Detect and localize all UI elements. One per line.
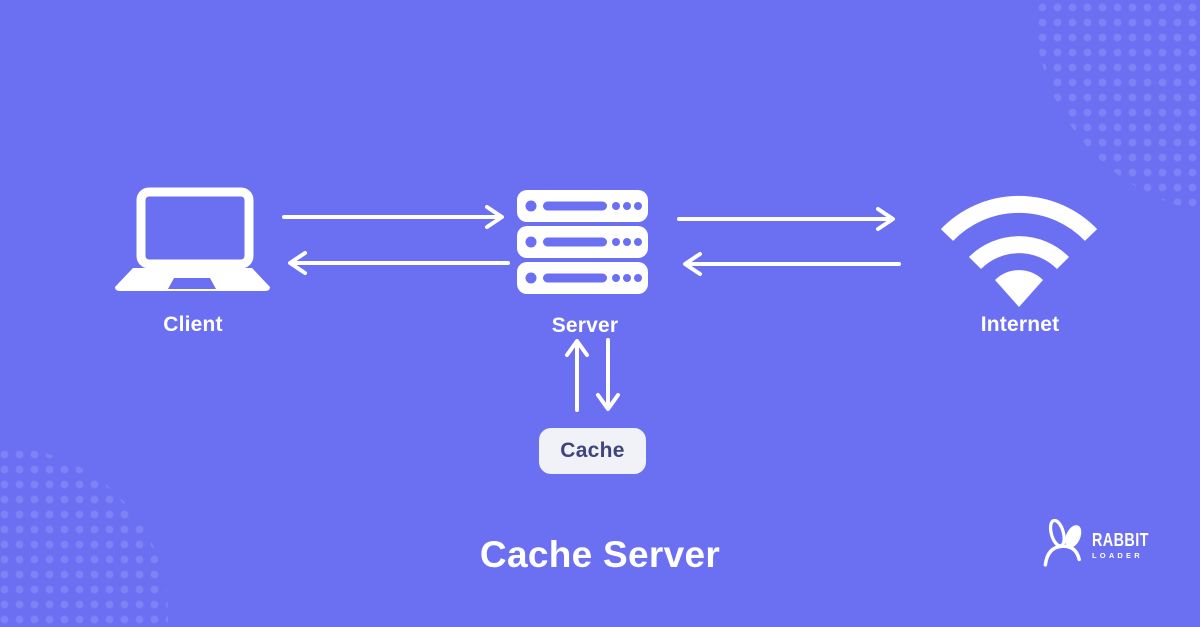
arrow-internet-to-server	[683, 252, 901, 276]
arrow-server-to-client	[288, 251, 510, 275]
arrow-server-to-internet	[677, 207, 895, 231]
cache-label: Cache	[560, 439, 625, 462]
rabbit-icon	[1043, 518, 1087, 572]
rabbitloader-logo: RABBIT LOADER	[1043, 518, 1163, 572]
server-label: Server	[551, 314, 619, 337]
laptop-icon	[115, 185, 270, 297]
arrow-client-to-server	[282, 205, 504, 229]
server-rack-icon	[517, 190, 648, 300]
logo-sub-text: LOADER	[1092, 551, 1143, 560]
client-label: Client	[163, 313, 223, 336]
halftone-dots-top-right	[1035, 0, 1200, 215]
internet-label: Internet	[980, 313, 1060, 336]
logo-brand-text: RABBIT	[1092, 530, 1149, 550]
page-title: Cache Server	[479, 534, 721, 575]
arrow-cache-to-server	[565, 339, 589, 412]
logo-text: RABBIT LOADER	[1092, 531, 1163, 560]
wifi-icon	[930, 187, 1108, 314]
arrow-server-to-cache	[596, 338, 620, 411]
cache-box: Cache	[539, 428, 646, 474]
